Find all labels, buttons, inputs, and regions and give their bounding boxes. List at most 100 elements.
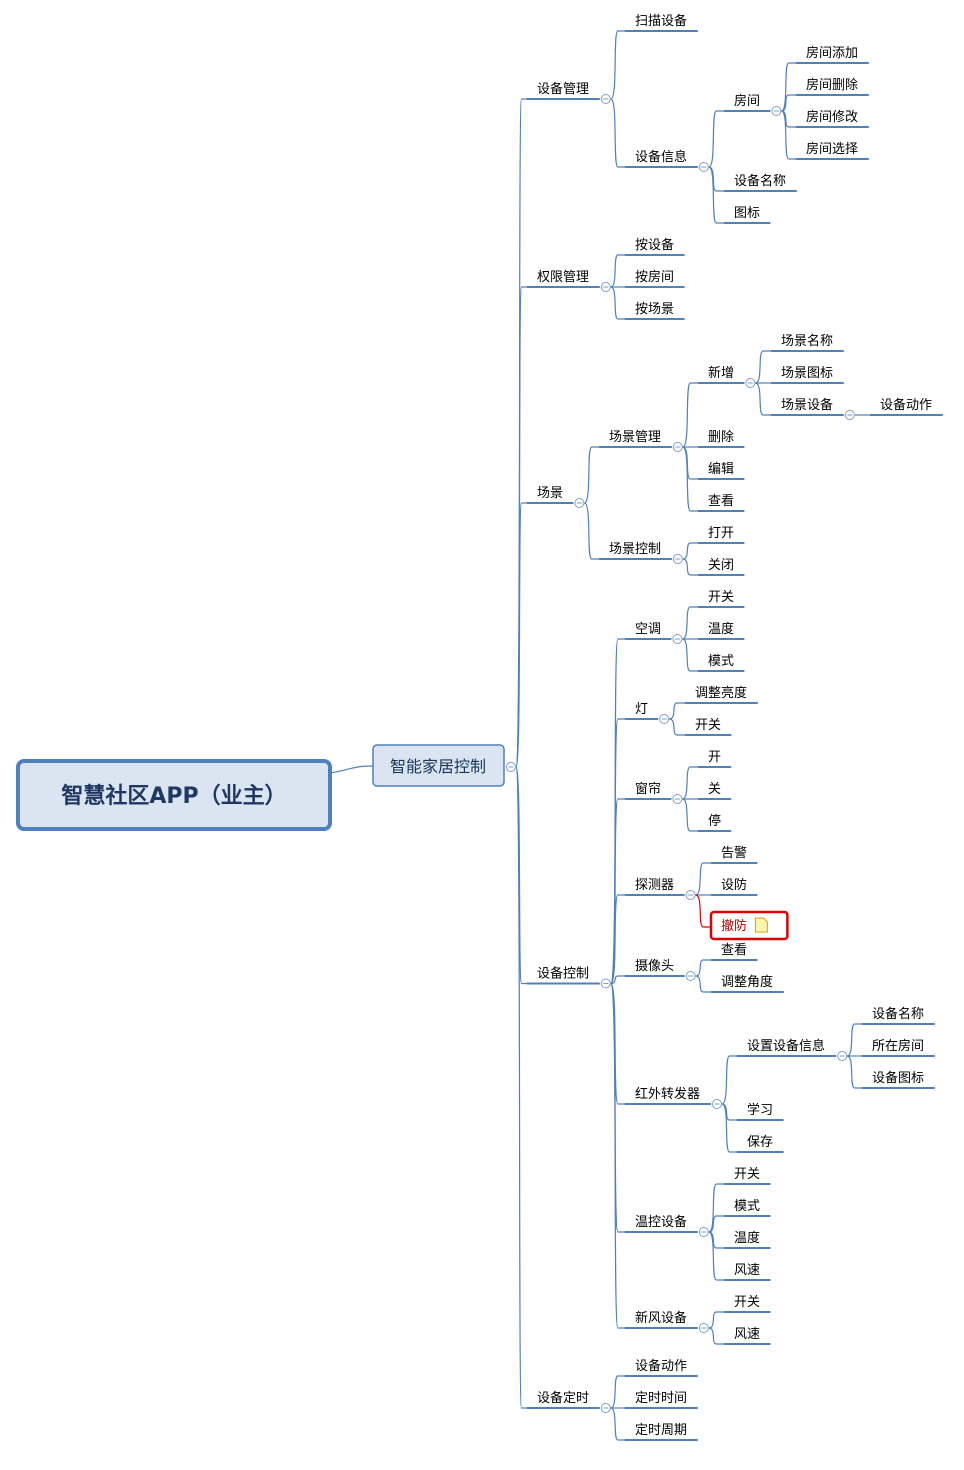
node-label-3-7-0[interactable]: 开关 — [734, 1295, 760, 1310]
collapse-toggle-icon[interactable] — [685, 890, 696, 900]
collapse-toggle-icon[interactable] — [698, 1323, 709, 1333]
connector-line — [610, 718, 625, 985]
connector-line — [610, 98, 625, 168]
node-label-1-1[interactable]: 按房间 — [635, 269, 674, 285]
collapse-toggle-icon[interactable] — [837, 1051, 848, 1061]
node-label-2-1-1[interactable]: 关闭 — [708, 558, 734, 573]
node-label-3-7-1[interactable]: 风速 — [734, 1327, 760, 1342]
collapse-toggle-icon[interactable] — [844, 410, 855, 420]
node-label-0-1-1[interactable]: 设备名称 — [734, 173, 786, 189]
node-label-3-4-1[interactable]: 调整角度 — [721, 974, 773, 990]
node-label-2-0-3[interactable]: 查看 — [708, 493, 734, 509]
node-label-4-2[interactable]: 定时周期 — [635, 1423, 687, 1438]
node-label-3-0-0[interactable]: 开关 — [708, 590, 734, 605]
node-label-0[interactable]: 设备管理 — [537, 81, 589, 97]
collapse-toggle-icon[interactable] — [574, 498, 585, 508]
node-label-3-4-0[interactable]: 查看 — [721, 942, 747, 958]
node-label-3-2-2[interactable]: 停 — [708, 813, 721, 829]
node-label-0-1-0-0[interactable]: 房间添加 — [806, 45, 858, 61]
node-label-0-0[interactable]: 扫描设备 — [635, 13, 687, 29]
node-label-0-1-0[interactable]: 房间 — [734, 93, 760, 109]
highlighted-node-box[interactable] — [709, 910, 789, 941]
collapse-toggle-icon[interactable] — [712, 1099, 722, 1109]
node-label-3-6-2[interactable]: 温度 — [734, 1230, 760, 1246]
collapse-toggle-icon[interactable] — [745, 378, 756, 388]
node-label-2-0-0-1[interactable]: 场景图标 — [781, 366, 833, 381]
node-label-3-2-0[interactable]: 开 — [708, 750, 721, 765]
collapse-toggle-icon[interactable] — [600, 282, 611, 292]
node-label-3-2-1[interactable]: 关 — [708, 782, 721, 797]
collapse-toggle-icon[interactable] — [672, 634, 683, 644]
collapse-toggle-icon[interactable] — [771, 106, 782, 116]
node-label-2-0-0[interactable]: 新增 — [708, 365, 734, 381]
node-label-0-1-0-3[interactable]: 房间选择 — [806, 141, 858, 157]
connector-line — [610, 982, 625, 1329]
node-label-3-5-0-2[interactable]: 设备图标 — [872, 1070, 924, 1086]
node-label-3-6[interactable]: 温控设备 — [635, 1214, 687, 1230]
node-label-3-5[interactable]: 红外转发器 — [635, 1086, 700, 1102]
node-label-3-6-1[interactable]: 模式 — [734, 1199, 760, 1214]
main-topic-box[interactable] — [372, 744, 505, 787]
collapse-toggle-icon[interactable] — [672, 554, 683, 564]
node-label-3-5-0-0[interactable]: 设备名称 — [872, 1006, 924, 1022]
connector-line — [515, 766, 527, 985]
node-label-0-1-0-2[interactable]: 房间修改 — [806, 109, 858, 125]
node-label-2-1-0[interactable]: 打开 — [708, 526, 734, 541]
node-label-3-6-3[interactable]: 风速 — [734, 1263, 760, 1278]
node-label-3-6-0[interactable]: 开关 — [734, 1167, 760, 1182]
collapse-toggle-icon[interactable] — [600, 1403, 611, 1413]
node-label-2-0-2[interactable]: 编辑 — [708, 462, 734, 477]
node-label-0-1[interactable]: 设备信息 — [635, 149, 687, 165]
node-label-3-5-1[interactable]: 学习 — [747, 1102, 773, 1118]
node-label-4-1[interactable]: 定时时间 — [635, 1391, 687, 1406]
node-label-3-3-0[interactable]: 告警 — [721, 845, 747, 861]
connector-line — [610, 254, 625, 288]
node-label-3-3[interactable]: 探测器 — [635, 878, 674, 893]
node-label-3-4[interactable]: 摄像头 — [635, 959, 674, 974]
node-label-2-1[interactable]: 场景控制 — [609, 542, 661, 557]
node-label-3-1-1[interactable]: 开关 — [695, 718, 721, 733]
collapse-toggle-icon[interactable] — [698, 1227, 709, 1237]
node-label-1-0[interactable]: 按设备 — [635, 237, 674, 253]
node-label-3-1-0[interactable]: 调整亮度 — [695, 685, 747, 701]
node-label-3-3-1[interactable]: 设防 — [721, 877, 747, 893]
node-label-0-1-2[interactable]: 图标 — [734, 206, 760, 221]
connector-line — [682, 446, 698, 512]
node-label-1-2[interactable]: 按场景 — [635, 302, 674, 317]
node-label-2[interactable]: 场景 — [537, 486, 563, 501]
node-label-3-0-2[interactable]: 模式 — [708, 654, 734, 669]
connector-line — [515, 502, 527, 768]
collapse-toggle-icon[interactable] — [672, 442, 683, 452]
node-label-4-0[interactable]: 设备动作 — [635, 1358, 687, 1374]
node-label-3-1[interactable]: 灯 — [635, 702, 648, 717]
node-label-3-0-1[interactable]: 温度 — [708, 621, 734, 637]
node-label-3[interactable]: 设备控制 — [537, 966, 589, 982]
collapse-toggle-icon[interactable] — [659, 714, 670, 724]
node-label-4[interactable]: 设备定时 — [537, 1390, 589, 1406]
node-label-3-3-2[interactable]: 撤防 — [721, 918, 747, 934]
node-label-3-2[interactable]: 窗帘 — [635, 781, 661, 797]
collapse-toggle-icon[interactable] — [600, 94, 611, 104]
collapse-toggle-icon[interactable] — [698, 162, 709, 172]
collapse-toggle-icon[interactable] — [672, 794, 683, 804]
node-label-2-0[interactable]: 场景管理 — [609, 430, 661, 445]
node-label-3-5-0-1[interactable]: 所在房间 — [872, 1038, 924, 1054]
root-node-box[interactable] — [16, 759, 332, 831]
collapse-toggle-icon[interactable] — [506, 762, 516, 772]
node-label-2-0-1[interactable]: 删除 — [708, 430, 734, 445]
collapse-toggle-icon[interactable] — [685, 971, 696, 981]
connector-line — [708, 1311, 724, 1329]
node-label-3-5-2[interactable]: 保存 — [747, 1135, 773, 1150]
node-label-3-7[interactable]: 新风设备 — [635, 1310, 687, 1326]
node-label-2-0-0-0[interactable]: 场景名称 — [781, 333, 833, 349]
node-label-0-1-0-1[interactable]: 房间删除 — [806, 77, 858, 93]
node-label-2-0-0-2[interactable]: 场景设备 — [781, 397, 833, 413]
node-label-3-0[interactable]: 空调 — [635, 622, 661, 637]
node-label-2-0-0-2-0[interactable]: 设备动作 — [880, 397, 932, 413]
collapse-toggle-icon[interactable] — [600, 978, 611, 989]
note-icon[interactable] — [754, 917, 768, 933]
node-label-3-5-0[interactable]: 设置设备信息 — [747, 1038, 825, 1054]
connector-line — [682, 542, 698, 560]
connector-line — [846, 1055, 862, 1089]
node-label-1[interactable]: 权限管理 — [537, 269, 589, 285]
